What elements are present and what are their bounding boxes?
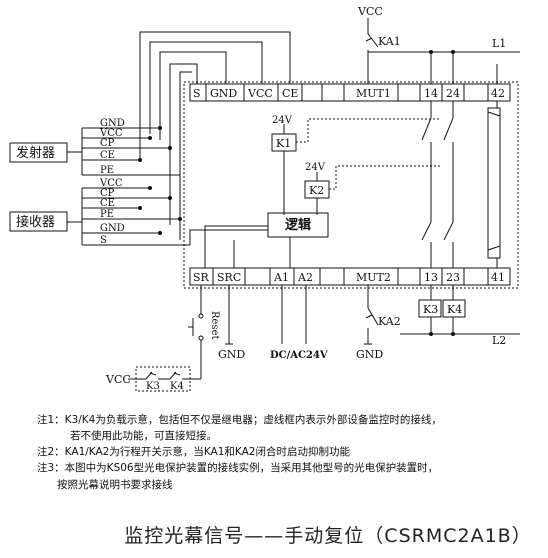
terminal-mut2: MUT2 [356,271,391,284]
k3-monitor-label: K3 [146,381,160,392]
reset-label: Reset [209,311,220,340]
receiver-box [9,211,68,232]
terminal-42: 42 [491,87,505,100]
terminal-sr: SR [193,271,210,284]
k1-voltage: 24V [272,115,293,126]
terminal-a1: A1 [273,271,289,284]
rx-wire-ce: CE [100,198,115,209]
terminal-vcc: VCC [247,87,273,100]
bottom-terminal-strip [189,267,511,286]
terminal-src: SRC [217,271,241,284]
tx-wire-pe: PE [100,165,114,176]
logic-label: 逻辑 [285,217,311,233]
terminal-gnd: GND [210,87,237,100]
terminal-ce: CE [282,87,298,100]
rx-wire-pe: PE [100,209,114,220]
tx-wire-cp: CP [100,138,115,149]
power-label: DC/AC24V [270,350,328,361]
k1-label: K1 [276,137,291,150]
vcc-supply-label: VCC [357,5,383,18]
logic-box [267,212,329,238]
k2-voltage: 24V [305,162,326,173]
controller-enclosure [183,81,519,289]
terminal-13: 13 [424,271,438,284]
load-k3 [418,299,442,318]
page-title: 监控光幕信号——手动复位（CSRMC2A1B） [124,525,532,547]
terminal-24: 24 [446,87,460,100]
receiver-label: 接收器 [16,214,55,230]
k2-label: K2 [309,184,324,197]
tx-wire-ce: CE [100,150,115,161]
gnd-src-label: GND [218,348,245,361]
note-2: 注2：KA1/KA2为行程开关示意，当KA1和KA2闭合时启动抑制功能 [37,446,350,458]
terminal-23: 23 [446,271,460,284]
l1-label: L1 [492,37,506,50]
ka1-label: KA1 [378,35,401,48]
k4-label: K4 [447,303,462,316]
note-1: 注1：K3/K4为负载示意，包括但不仅是继电器；虚线框内表示外部设备监控时的接线… [37,414,442,426]
terminal-a2: A2 [297,271,313,284]
note-3: 注3：本图中为KS06型光电保护装置的接线实例，当采用其他型号的光电保护装置时， [37,462,439,474]
tx-wire-vcc: VCC [99,128,123,139]
k3-label: K3 [423,303,438,316]
rx-wire-gnd: GND [100,223,125,234]
gnd-mut2-label: GND [356,348,383,361]
vcc-monitor-label: VCC [105,373,131,386]
ka2-label: KA2 [378,315,401,328]
note-1-cont: 若不使用此功能，可直接短接。 [70,430,217,442]
transmitter-box [9,142,68,163]
k4-monitor-label: K4 [170,381,184,392]
terminal-41: 41 [491,271,505,284]
terminal-s: S [193,87,201,100]
transmitter-label: 发射器 [16,145,55,161]
top-terminal-strip [189,83,511,102]
terminal-mut1: MUT1 [356,87,391,100]
rx-wire-cp: CP [100,188,115,199]
terminal-14: 14 [424,87,438,100]
rx-wire-vcc: VCC [99,178,123,189]
tx-wire-gnd: GND [100,118,125,129]
l2-label: L2 [492,334,506,347]
note-3-cont: 按照光幕说明书要求接线 [57,479,173,491]
rx-wire-s: S [100,235,107,246]
load-k4 [442,299,466,318]
